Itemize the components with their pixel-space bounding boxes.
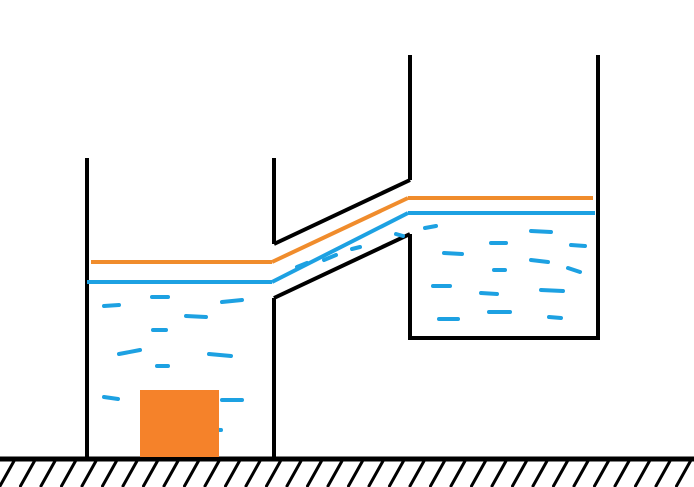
water-mark	[423, 224, 438, 230]
water-mark	[322, 253, 338, 262]
water-mark	[394, 232, 405, 238]
water-mark	[117, 348, 142, 356]
ground-hatch-mark	[203, 459, 221, 487]
submerged-block	[140, 390, 219, 457]
water-mark	[529, 229, 553, 234]
water-mark	[102, 303, 121, 308]
water-mark	[539, 288, 565, 293]
ground-hatch-mark	[470, 459, 487, 487]
ground-hatch-mark	[388, 459, 405, 487]
pipe-water-marks	[295, 232, 405, 269]
right-tank-water-marks	[423, 224, 587, 321]
ground-hatch-mark	[162, 459, 180, 487]
ground-hatch-mark	[511, 459, 528, 487]
water-mark	[529, 258, 550, 264]
ground	[0, 456, 694, 487]
water-mark	[547, 315, 563, 320]
ground-hatch-mark	[183, 459, 200, 487]
ground-hatch-mark	[326, 459, 344, 487]
ground-hatch-mark	[60, 459, 77, 487]
ground-hatch-mark	[613, 459, 631, 487]
ground-hatch-mark	[490, 459, 508, 487]
ground-hatch-mark	[121, 459, 139, 487]
ground-hatch-mark	[408, 459, 426, 487]
water-mark	[207, 352, 233, 358]
ground-hatch-mark	[244, 459, 262, 487]
ground-hatch-mark	[306, 459, 323, 487]
ground-hatch-mark	[593, 459, 610, 487]
ground-hatch-mark	[142, 459, 159, 487]
water-mark	[220, 298, 244, 304]
water-mark	[350, 245, 362, 251]
water-mark	[479, 291, 499, 296]
ground-hatch-mark	[224, 459, 241, 487]
ground-hatch-mark	[80, 459, 98, 487]
water-mark	[184, 314, 208, 319]
water-mark	[102, 395, 120, 401]
right-tank	[408, 55, 600, 340]
ground-hatch-mark	[429, 459, 446, 487]
ground-hatch-mark	[0, 459, 16, 487]
ground-hatch-mark	[39, 459, 57, 487]
ground-hatch-mark	[654, 459, 672, 487]
connecting-pipe	[271, 178, 411, 300]
ground-hatch-mark	[634, 459, 651, 487]
ground-hatch-mark	[347, 459, 364, 487]
ground-hatch-mark	[572, 459, 590, 487]
right-tank-body	[408, 55, 600, 340]
ground-hatch-mark	[552, 459, 569, 487]
water-mark	[569, 243, 587, 248]
pipe-lower-wall	[273, 232, 411, 300]
ground-hatch-mark	[675, 459, 692, 487]
pipe-upper-wall	[273, 178, 411, 246]
ground-hatch-mark	[285, 459, 303, 487]
ground-hatch-mark	[19, 459, 36, 487]
water-mark	[295, 261, 309, 269]
ground-hatch-mark	[101, 459, 118, 487]
ground-hatch-mark	[367, 459, 385, 487]
water-mark	[442, 251, 464, 256]
pipe-level-line	[271, 196, 409, 264]
water-mark	[566, 266, 582, 274]
left-tank	[85, 158, 276, 459]
ground-hatch-mark	[265, 459, 282, 487]
pipe-water-surface	[271, 211, 409, 284]
ground-hatch-mark	[531, 459, 549, 487]
ground-hatch-mark	[449, 459, 467, 487]
ground-hatching	[0, 459, 692, 487]
